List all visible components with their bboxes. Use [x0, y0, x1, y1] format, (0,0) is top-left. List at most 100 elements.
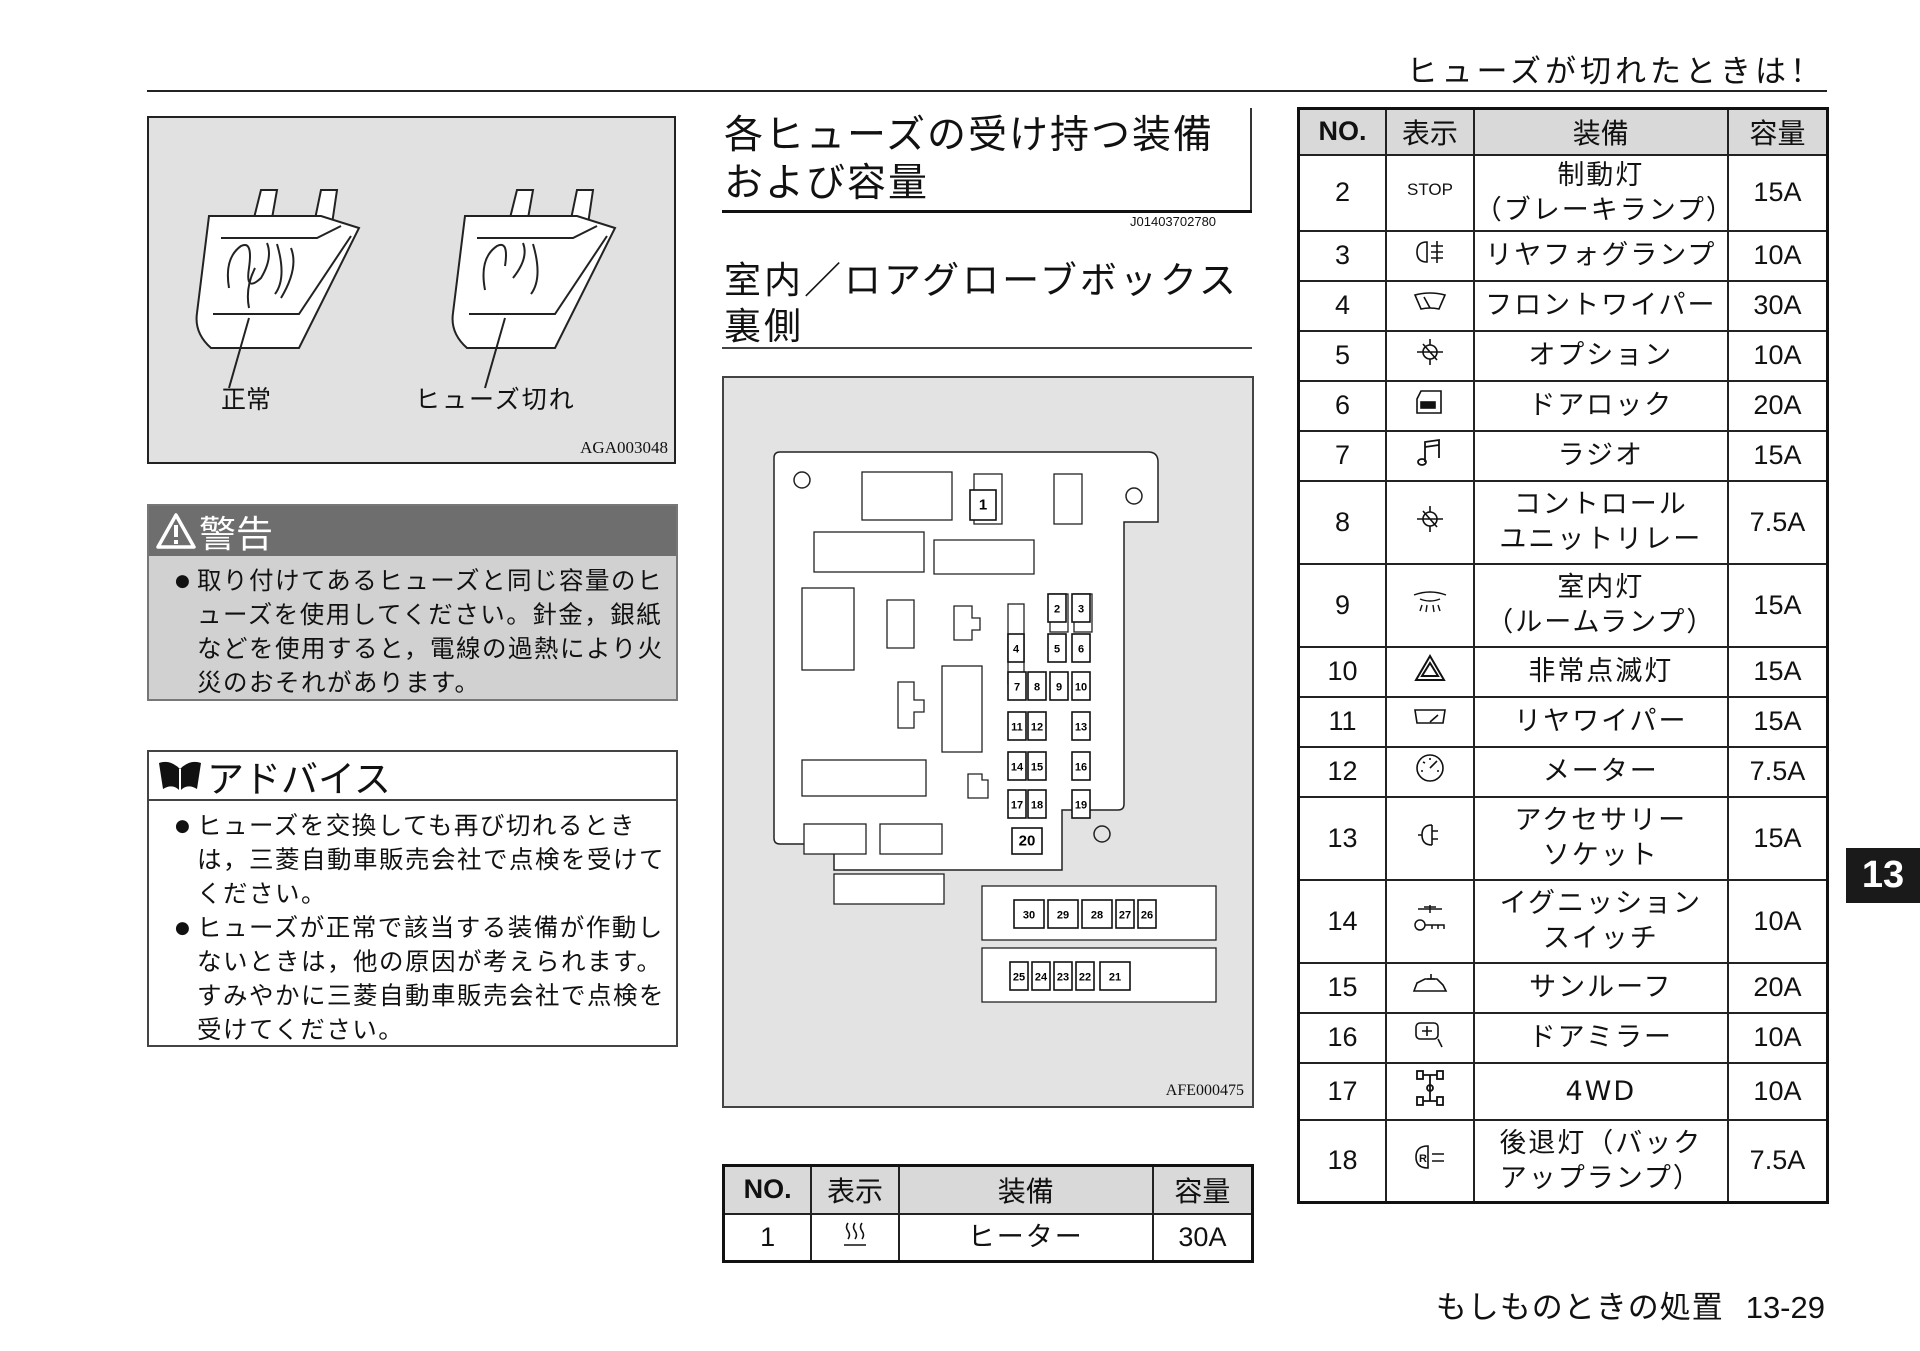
- col-icon: 表示: [1385, 107, 1475, 156]
- 4wd-icon: [1385, 1061, 1475, 1121]
- col-capacity: 容量: [1151, 1164, 1254, 1215]
- heater-icon: [810, 1212, 900, 1263]
- normal-fuse-drawing: [195, 189, 361, 389]
- fuse-illustration: [195, 189, 617, 389]
- section-title-underline: [722, 210, 1252, 213]
- fuse-slot-label: 21: [1109, 972, 1121, 984]
- blown-fuse-label: ヒューズ切れ: [415, 385, 576, 414]
- rear-wiper-icon: [1385, 695, 1475, 748]
- fuse-slot-4: [1007, 633, 1025, 663]
- advice-item: ヒューズが正常で該当する装備が作動しないときは，他の原因が考えられます。すみやか…: [175, 911, 666, 1047]
- fuse-no: 6: [1297, 379, 1388, 432]
- ignition-switch-icon: [1385, 878, 1475, 964]
- fuse-slot-10: [1071, 671, 1091, 701]
- fuse-equipment: 室内灯（ルームランプ）: [1472, 562, 1729, 648]
- fuse-equipment: リヤワイパー: [1472, 695, 1729, 748]
- stop-icon: STOP: [1385, 153, 1475, 232]
- fuse-slot-label: 26: [1141, 910, 1153, 922]
- fuse-slot-15: [1027, 751, 1047, 781]
- fuse-slot-7: [1007, 671, 1027, 701]
- section-title-rule: [1250, 108, 1252, 212]
- equipment-line: メーター: [1542, 756, 1659, 787]
- fuse-slot-label: 3: [1078, 604, 1084, 616]
- warning-icon: [156, 513, 196, 549]
- svg-text:R: R: [1419, 1153, 1427, 1165]
- fuse-capacity: 10A: [1726, 329, 1829, 382]
- fuse-no: 9: [1297, 562, 1388, 648]
- fuse-slot-label: 25: [1013, 972, 1025, 984]
- section-title: 各ヒューズの受け持つ装備および容量: [724, 113, 1215, 206]
- section-code: J01403702780: [1130, 214, 1217, 229]
- fuse-equipment: サンルーフ: [1472, 961, 1729, 1014]
- fuse-slot-label: 13: [1075, 722, 1087, 734]
- fuse-no: 12: [1297, 745, 1388, 798]
- fuse-slot-12: [1027, 711, 1047, 741]
- table-row: 16 ドアミラー 10A: [1297, 1011, 1829, 1064]
- warning-header: 警告: [149, 506, 676, 556]
- svg-text:STOP: STOP: [1407, 180, 1453, 199]
- fuse-no: 14: [1297, 878, 1388, 964]
- fuse-slot-1: [969, 489, 997, 521]
- equipment-line: 室内灯: [1557, 572, 1645, 603]
- fuse-equipment: 後退灯（バックアップランプ）: [1472, 1118, 1729, 1204]
- col-equipment: 装備: [897, 1164, 1154, 1215]
- fuse-slot-8: [1027, 671, 1047, 701]
- fuse-equipment: ヒーター: [897, 1212, 1154, 1263]
- fuse-equipment: ドアロック: [1472, 379, 1729, 432]
- fuse-capacity: 15A: [1726, 562, 1829, 648]
- fuse-slot-label: 7: [1014, 682, 1020, 694]
- equipment-line: コントロール: [1513, 489, 1688, 520]
- fuse-slot-label: 5: [1054, 644, 1060, 656]
- fuse-capacity: 10A: [1726, 1061, 1829, 1121]
- open-book-icon: [159, 761, 201, 791]
- col-icon: 表示: [810, 1164, 900, 1215]
- chapter-tab[interactable]: 13: [1846, 848, 1920, 903]
- fuse-capacity: 20A: [1726, 961, 1829, 1014]
- fuse-slot-label: 15: [1031, 762, 1043, 774]
- header-rule: [147, 90, 1827, 92]
- col-no: NO.: [722, 1164, 813, 1215]
- equipment-line: ラジオ: [1557, 440, 1645, 471]
- equipment-line: ドアロック: [1528, 390, 1674, 421]
- fuse-equipment: メーター: [1472, 745, 1729, 798]
- fuse-capacity: 15A: [1726, 795, 1829, 881]
- fuse-slot-9: [1049, 671, 1069, 701]
- fuse-slot-17: [1007, 789, 1027, 819]
- fuse-no: 15: [1297, 961, 1388, 1014]
- fuse-slot-13: [1071, 711, 1091, 741]
- fuse-no: 11: [1297, 695, 1388, 748]
- equipment-line: リヤワイパー: [1514, 706, 1688, 737]
- subtitle-underline: [722, 347, 1252, 349]
- fuse-equipment: リヤフォグランプ: [1472, 229, 1729, 282]
- fuse-capacity: 30A: [1726, 279, 1829, 332]
- room-lamp-icon: [1385, 562, 1475, 648]
- fuse-slot-label: 22: [1079, 972, 1091, 984]
- fuse-capacity: 10A: [1726, 1011, 1829, 1064]
- fuse-no: 16: [1297, 1011, 1388, 1064]
- fuse-slot-23: [1053, 961, 1073, 991]
- fuse-capacity: 15A: [1726, 429, 1829, 482]
- table-row: 15 サンルーフ 20A: [1297, 961, 1829, 1014]
- option-icon: [1385, 329, 1475, 382]
- advice-header: アドバイス: [149, 752, 676, 801]
- equipment-line: 後退灯（バック: [1499, 1127, 1703, 1159]
- fuse-slot-label: 2: [1054, 604, 1060, 616]
- radio-icon: [1385, 429, 1475, 482]
- fuse-slot-22: [1075, 961, 1095, 991]
- fuse-equipment: 非常点滅灯: [1472, 645, 1729, 698]
- equipment-line: サンルーフ: [1529, 972, 1673, 1003]
- equipment-line: ドアミラー: [1528, 1022, 1674, 1053]
- fuse-slot-label: 30: [1023, 910, 1035, 922]
- equipment-line: オプション: [1528, 340, 1674, 371]
- equipment-line: 4WD: [1565, 1075, 1637, 1107]
